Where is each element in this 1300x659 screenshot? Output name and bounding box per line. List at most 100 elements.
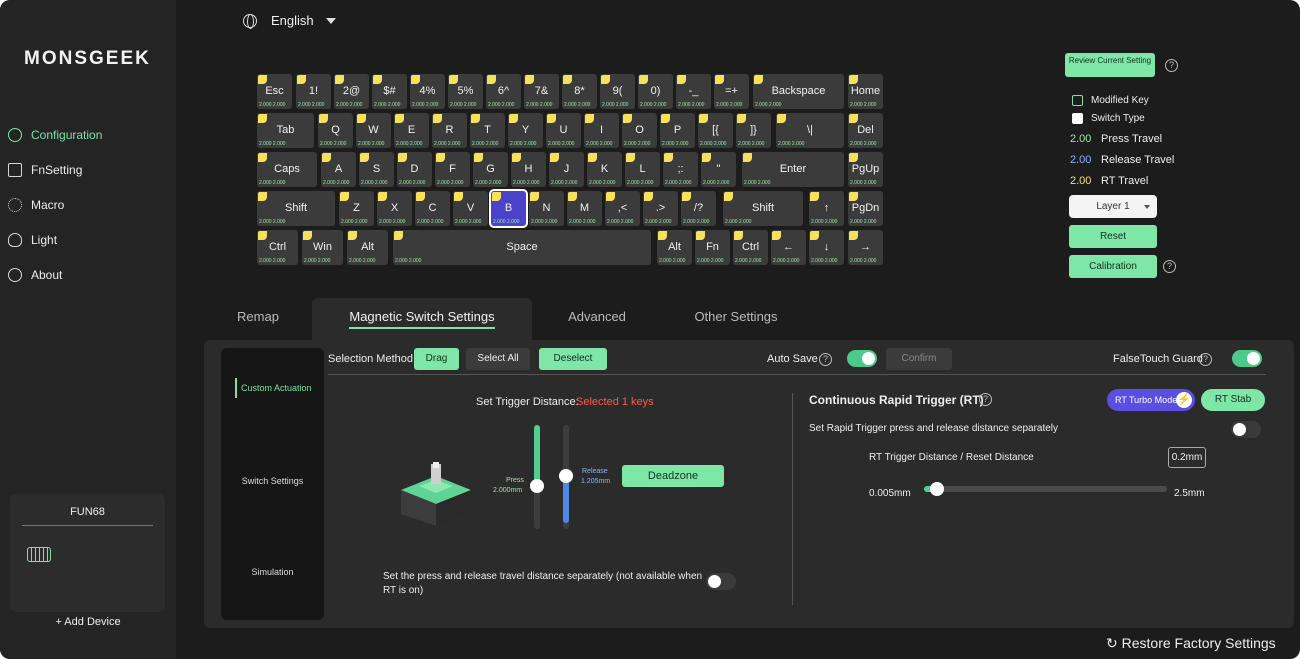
restore-factory-button[interactable]: ↻ Restore Factory Settings bbox=[1106, 635, 1276, 652]
modified-key-checkbox[interactable]: Modified Key bbox=[1072, 95, 1149, 106]
subnav-custom-actuation[interactable]: Custom Actuation bbox=[235, 378, 324, 398]
key-1-13[interactable]: \|2.000 2.000 bbox=[776, 113, 844, 148]
key-4-7[interactable]: ←2.000 2.000 bbox=[771, 230, 806, 265]
rt-slider-handle[interactable] bbox=[930, 482, 944, 496]
rt-value-input[interactable]: 0.2mm bbox=[1168, 447, 1206, 468]
key-2-11[interactable]: "2.000 2.000 bbox=[701, 152, 736, 187]
help-icon[interactable]: ? bbox=[1199, 353, 1212, 366]
key-3-9[interactable]: .>2.000 2.000 bbox=[643, 191, 678, 226]
auto-save-toggle[interactable] bbox=[847, 350, 877, 367]
key-0-10[interactable]: 0)2.000 2.000 bbox=[638, 74, 673, 109]
add-device-button[interactable]: + Add Device bbox=[55, 616, 121, 628]
layer-select[interactable]: Layer 1 bbox=[1069, 195, 1157, 218]
key-1-11[interactable]: [{2.000 2.000 bbox=[698, 113, 733, 148]
key-0-7[interactable]: 7&2.000 2.000 bbox=[524, 74, 559, 109]
release-slider[interactable] bbox=[559, 425, 573, 529]
switch-type-checkbox[interactable]: Switch Type bbox=[1072, 113, 1145, 124]
confirm-button[interactable]: Confirm bbox=[886, 348, 952, 370]
release-slider-handle[interactable] bbox=[559, 469, 573, 483]
rt-stab-button[interactable]: RT Stab bbox=[1201, 389, 1265, 411]
review-setting-button[interactable]: Review Current Setting bbox=[1065, 53, 1155, 77]
sidebar-item-configuration[interactable]: Configuration bbox=[8, 123, 102, 147]
subnav-simulation[interactable]: Simulation bbox=[251, 567, 294, 577]
key-0-12[interactable]: =+2.000 2.000 bbox=[714, 74, 749, 109]
select-all-button[interactable]: Select All bbox=[466, 348, 530, 370]
key-0-5[interactable]: 5%2.000 2.000 bbox=[448, 74, 483, 109]
sidebar-item-light[interactable]: Light bbox=[8, 228, 57, 252]
separate-travel-toggle[interactable] bbox=[706, 573, 736, 590]
reset-button[interactable]: Reset bbox=[1069, 225, 1157, 248]
subnav-switch-settings[interactable]: Switch Settings bbox=[241, 476, 304, 486]
key-3-12[interactable]: ↑2.000 2.000 bbox=[809, 191, 844, 226]
sidebar-item-about[interactable]: About bbox=[8, 263, 62, 287]
press-slider[interactable] bbox=[530, 425, 544, 529]
deselect-button[interactable]: Deselect bbox=[539, 348, 607, 370]
key-2-10[interactable]: ;:2.000 2.000 bbox=[663, 152, 698, 187]
help-icon[interactable]: ? bbox=[1165, 59, 1178, 72]
tab-advanced[interactable]: Advanced bbox=[568, 309, 626, 324]
key-0-2[interactable]: 2@2.000 2.000 bbox=[334, 74, 369, 109]
key-3-10[interactable]: /?2.000 2.000 bbox=[681, 191, 716, 226]
key-4-9[interactable]: →2.000 2.000 bbox=[848, 230, 883, 265]
rt-separate-toggle[interactable] bbox=[1231, 421, 1261, 438]
help-icon[interactable]: ? bbox=[979, 393, 992, 406]
tab-other-settings[interactable]: Other Settings bbox=[694, 309, 778, 324]
device-card[interactable]: FUN68 bbox=[10, 494, 165, 612]
rt-distance-slider[interactable] bbox=[924, 482, 1167, 496]
key-0-6[interactable]: 6^2.000 2.000 bbox=[486, 74, 521, 109]
key-0-8[interactable]: 8*2.000 2.000 bbox=[562, 74, 597, 109]
sidebar-item-fnsetting[interactable]: FnSetting bbox=[8, 158, 82, 182]
help-icon[interactable]: ? bbox=[819, 353, 832, 366]
press-slider-handle[interactable] bbox=[530, 479, 544, 493]
key-1-12[interactable]: ]}2.000 2.000 bbox=[736, 113, 771, 148]
key-0-3[interactable]: $#2.000 2.000 bbox=[372, 74, 407, 109]
sidebar-item-macro[interactable]: Macro bbox=[8, 193, 64, 217]
drag-button[interactable]: Drag bbox=[414, 348, 459, 370]
falsetouch-guard-toggle[interactable] bbox=[1232, 350, 1262, 367]
tab-magnetic-switch-settings[interactable]: Magnetic Switch Settings bbox=[312, 298, 532, 340]
calibration-button[interactable]: Calibration bbox=[1069, 255, 1157, 278]
key-0-4[interactable]: 4%2.000 2.000 bbox=[410, 74, 445, 109]
tab-remap[interactable]: Remap bbox=[237, 309, 279, 324]
key-0-1[interactable]: 1!2.000 2.000 bbox=[296, 74, 331, 109]
